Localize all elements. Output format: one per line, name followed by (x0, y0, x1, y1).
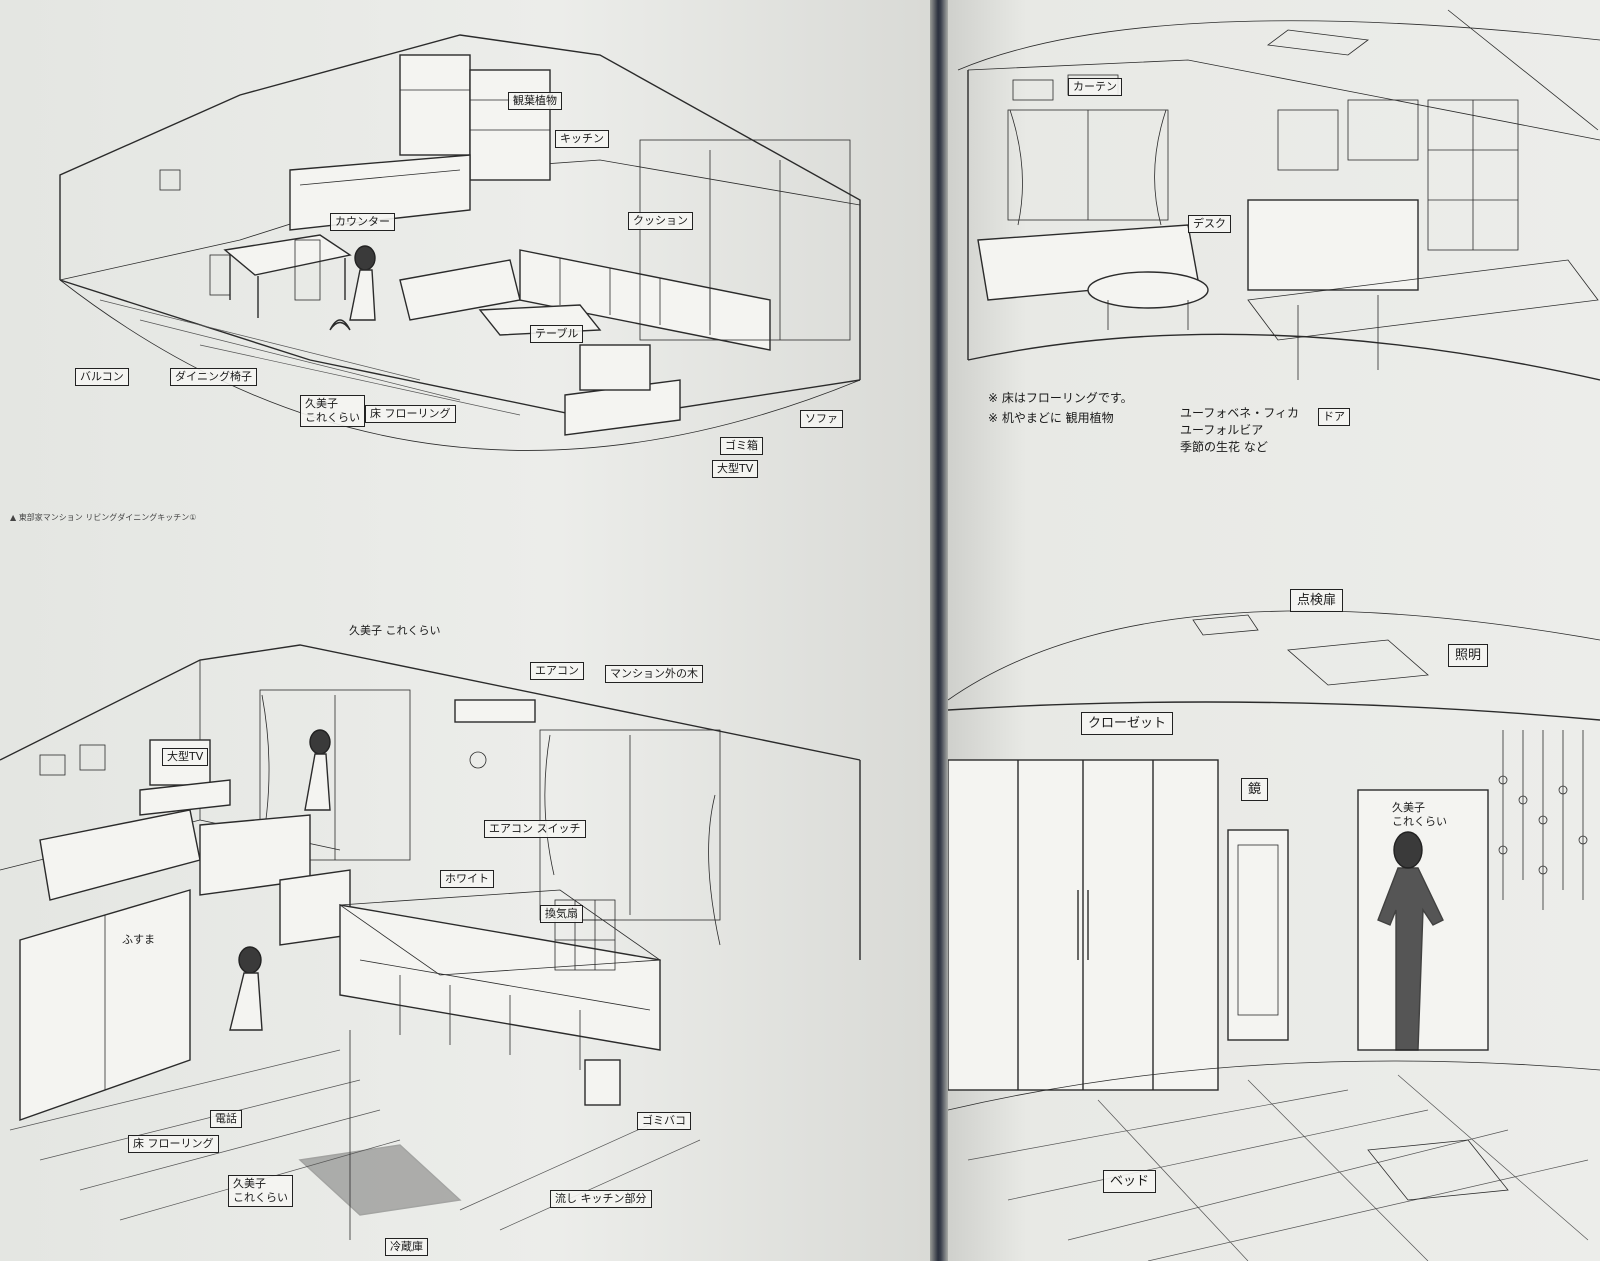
label-big-tv-bottom: 大型TV (162, 748, 209, 766)
label-counter: カウンター (330, 213, 395, 231)
sketch-closet-door-bottom (948, 610, 1600, 1261)
right-page: カーテン デスク ドア ※ 床はフローリングです。 ※ 机やまどに 観用植物 ユ… (948, 0, 1600, 1261)
label-curtain: カーテン (1068, 78, 1122, 96)
label-sofa: ソファ (800, 410, 843, 428)
label-range-hood: 換気扇 (540, 905, 583, 923)
label-kumiko-bottom: 久美子 これくらい (228, 1175, 293, 1207)
label-kumiko-height-top: 久美子 これくらい (300, 395, 365, 427)
note-floor: ※ 床はフローリングです。 (988, 391, 1133, 405)
label-aircon: エアコン (530, 662, 584, 680)
label-white: ホワイト (440, 870, 494, 888)
label-inspection-hatch: 点検扉 (1290, 589, 1344, 612)
label-cushion: クッション (628, 212, 693, 230)
sketch-living-kitchen-bottom (0, 644, 861, 1240)
left-page: バルコン カウンター クッション テーブル ダイニング椅子 床 フローリング 久… (0, 0, 930, 1261)
label-lighting: 照明 (1448, 644, 1489, 667)
label-kumiko-door: 久美子 これくらい (1392, 801, 1447, 828)
label-aircon-switch: エアコン スイッチ (484, 820, 586, 838)
label-floor-top: 床 フローリング (365, 405, 456, 423)
note-plant-1: ユーフォベネ・フィカ (1180, 406, 1300, 420)
label-fusuma: ふすま (122, 933, 155, 946)
label-house-plant: 観葉植物 (508, 92, 562, 110)
label-mirror: 鏡 (1241, 778, 1269, 801)
label-table: テーブル (530, 325, 584, 343)
label-bed: ベッド (1103, 1170, 1157, 1193)
label-fridge: 冷蔵庫 (385, 1238, 428, 1256)
note-plants: ※ 机やまどに 観用植物 (988, 411, 1114, 425)
figure-caption: ▲ 東部家マンション リビングダイニングキッチン① (10, 513, 197, 522)
note-plant-3: 季節の生花 など (1180, 440, 1268, 454)
label-kumiko-top-bottom: 久美子 これくらい (349, 624, 441, 637)
label-balcony: バルコン (75, 368, 129, 386)
book-gutter (930, 0, 948, 1261)
label-kitchen: キッチン (555, 130, 609, 148)
label-closet: クローゼット (1081, 712, 1174, 735)
sketch-room-window-top (957, 9, 1600, 381)
label-floor-bottom: 床 フローリング (128, 1135, 219, 1153)
label-sink-kitchen: 流し キッチン部分 (550, 1190, 652, 1208)
label-phone: 電話 (210, 1110, 242, 1128)
label-big-tv-top: 大型TV (712, 460, 759, 478)
label-desk: デスク (1188, 215, 1231, 233)
label-mansion-trees: マンション外の木 (605, 665, 703, 683)
label-trash-top: ゴミ箱 (720, 437, 763, 455)
note-plant-2: ユーフォルビア (1180, 423, 1264, 437)
label-dining-chair: ダイニング椅子 (170, 368, 257, 386)
label-trash-box: ゴミバコ (637, 1112, 691, 1130)
sketch-living-dining-top (59, 34, 861, 451)
label-door-top: ドア (1318, 408, 1350, 426)
right-page-drawings (948, 9, 1600, 1261)
left-page-drawings (0, 34, 861, 1240)
